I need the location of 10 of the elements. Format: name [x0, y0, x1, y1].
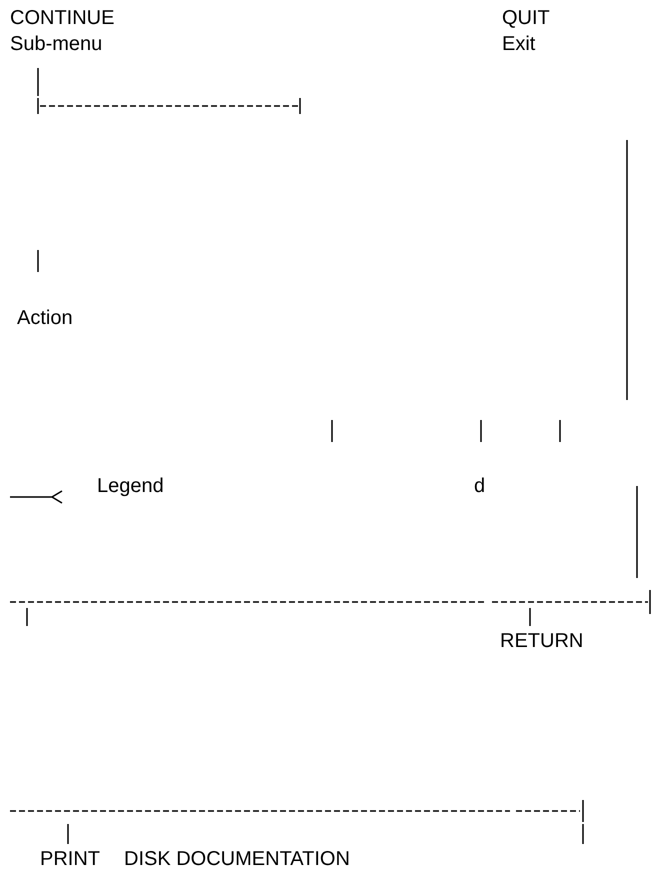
menu-option: RETURN: [500, 630, 584, 652]
option-description: Sub-menu: [10, 33, 102, 55]
text-label: Legend: [97, 475, 164, 497]
text-label: Action: [17, 307, 73, 329]
menu-option: QUIT: [502, 7, 550, 29]
menu-option: DISK DOCUMENTATION: [124, 848, 350, 870]
menu-option: PRINT: [40, 848, 100, 870]
option-description: Exit: [502, 33, 536, 55]
text-label: d: [474, 475, 486, 497]
menu-option: CONTINUE: [10, 7, 114, 29]
